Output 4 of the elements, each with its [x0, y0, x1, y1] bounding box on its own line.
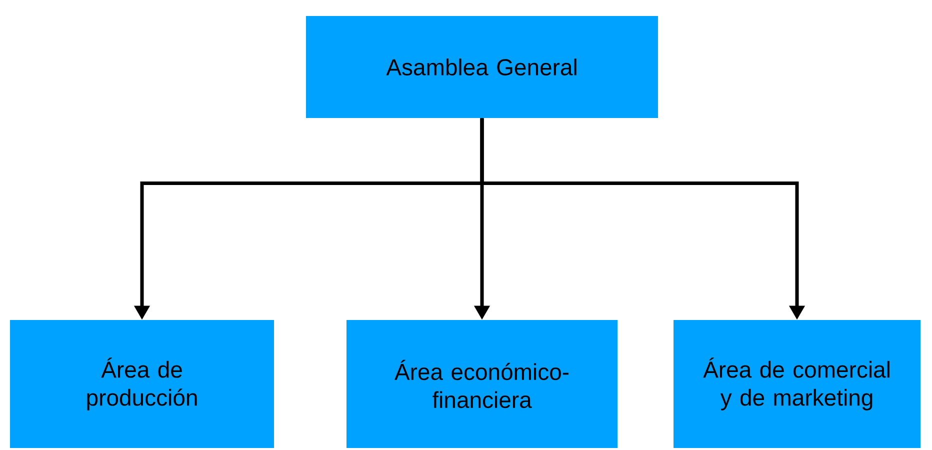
org-box: Área económico-financiera	[346, 320, 618, 448]
org-box: Área de comercial y de marketing	[674, 320, 920, 448]
org-box: Asamblea General	[306, 16, 658, 118]
org-box: Área de producción	[10, 320, 274, 448]
